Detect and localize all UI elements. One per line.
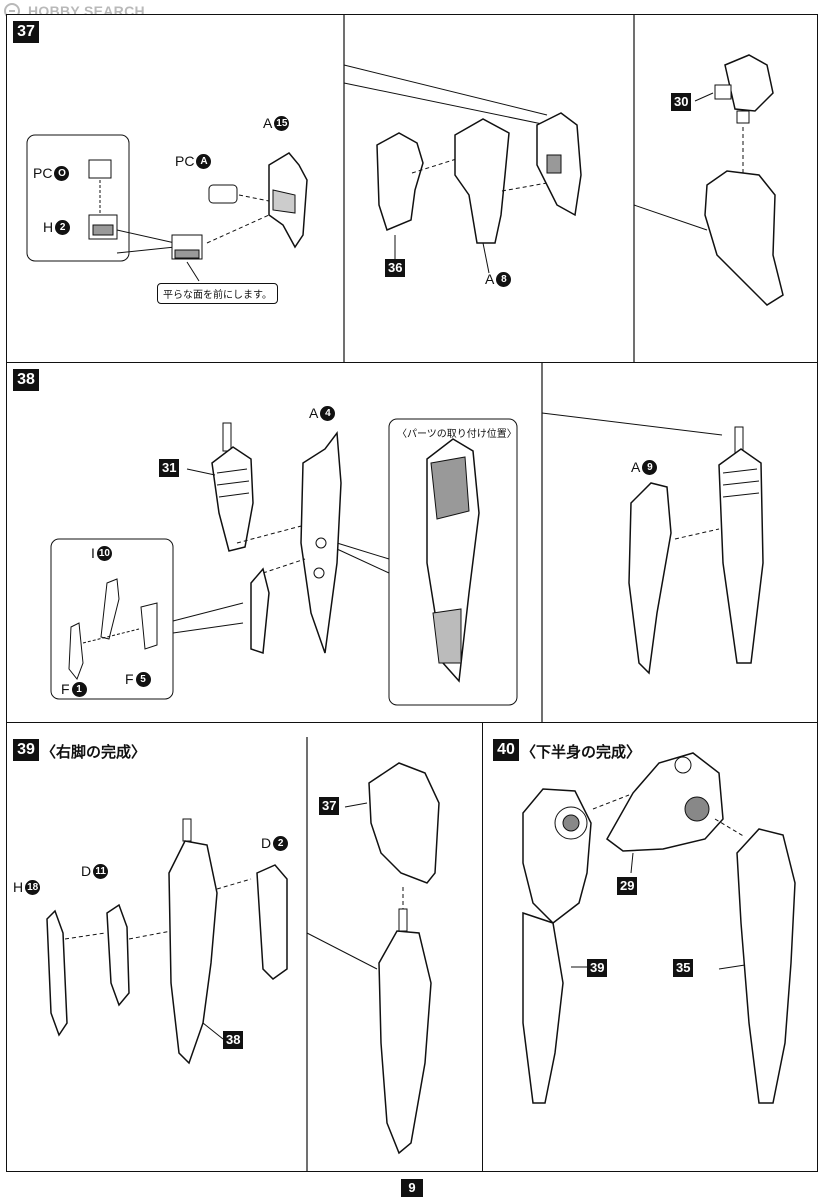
- label-pc-o: PC O: [33, 165, 70, 181]
- label-prefix: H: [13, 879, 24, 895]
- part-number-marker: 4: [320, 405, 336, 421]
- part-badge-38: 38: [223, 1031, 244, 1049]
- part-badge-37: 37: [319, 797, 340, 815]
- label-prefix: D: [261, 835, 272, 851]
- part-badge-39: 39: [587, 959, 608, 977]
- label-prefix: I: [91, 545, 95, 561]
- step-37-panel: 37: [6, 14, 818, 364]
- step-40-illustration: [522, 752, 796, 1104]
- step-37-illustration: [26, 15, 784, 363]
- label-a-4: A 4: [309, 405, 336, 421]
- part-number-marker: A: [196, 153, 212, 169]
- inset-label: 〈パーツの取り付け位置〉: [397, 429, 517, 440]
- step-38-illustration: [50, 363, 764, 723]
- part-number-marker: 11: [93, 863, 109, 879]
- label-d-2: D 2: [261, 835, 289, 851]
- part-number-marker: 2: [55, 219, 71, 235]
- part-number-marker: 1: [71, 681, 87, 697]
- part-number-marker: 9: [642, 459, 658, 475]
- label-d-11: D 11: [81, 863, 109, 879]
- part-badge-31: 31: [159, 459, 180, 477]
- step-title: 〈下半身の完成〉: [521, 743, 642, 761]
- step-number: 38: [13, 369, 39, 391]
- assembly-note: 平らな面を前にします。: [157, 283, 278, 304]
- step-number: 40: [493, 739, 519, 761]
- part-badge-36: 36: [385, 259, 406, 277]
- label-a-9: A 9: [631, 459, 658, 475]
- label-prefix: PC: [175, 153, 195, 169]
- part-badge-30: 30: [671, 93, 692, 111]
- step-40-panel: 40 〈下半身の完成〉 29 39 35: [482, 722, 818, 1172]
- step-38-panel: 38: [6, 362, 818, 724]
- part-number-marker: 8: [496, 271, 512, 287]
- part-number-marker: 10: [96, 545, 112, 561]
- label-prefix: F: [125, 671, 134, 687]
- label-h-18: H 18: [13, 879, 41, 895]
- step-number: 39: [13, 739, 39, 761]
- label-prefix: F: [61, 681, 70, 697]
- step-title: 〈右脚の完成〉: [41, 743, 147, 761]
- part-number-marker: 5: [135, 671, 151, 687]
- label-h-2: H 2: [43, 219, 71, 235]
- label-prefix: A: [263, 115, 273, 131]
- part-number-marker: 2: [273, 835, 289, 851]
- label-prefix: PC: [33, 165, 53, 181]
- label-pc-a: PC A: [175, 153, 212, 169]
- part-badge-35: 35: [673, 959, 694, 977]
- step-39-panel: 39 〈右脚の完成〉 D 2 H 18 D 11 38 37: [6, 722, 484, 1172]
- page-number: 9: [401, 1179, 423, 1197]
- part-number-marker: 15: [274, 115, 290, 131]
- label-a-15: A 15: [263, 115, 290, 131]
- step-39-illustration: [46, 737, 440, 1171]
- part-number-marker: O: [54, 165, 70, 181]
- label-f-5: F 5: [125, 671, 151, 687]
- part-number-marker: 18: [25, 879, 41, 895]
- label-prefix: D: [81, 863, 92, 879]
- label-a-8: A 8: [485, 271, 512, 287]
- label-i-10: I 10: [91, 545, 112, 561]
- label-prefix: A: [485, 271, 495, 287]
- label-f-1: F 1: [61, 681, 87, 697]
- part-badge-29: 29: [617, 877, 638, 895]
- label-prefix: A: [309, 405, 319, 421]
- label-prefix: H: [43, 219, 54, 235]
- step-number: 37: [13, 21, 39, 43]
- label-prefix: A: [631, 459, 641, 475]
